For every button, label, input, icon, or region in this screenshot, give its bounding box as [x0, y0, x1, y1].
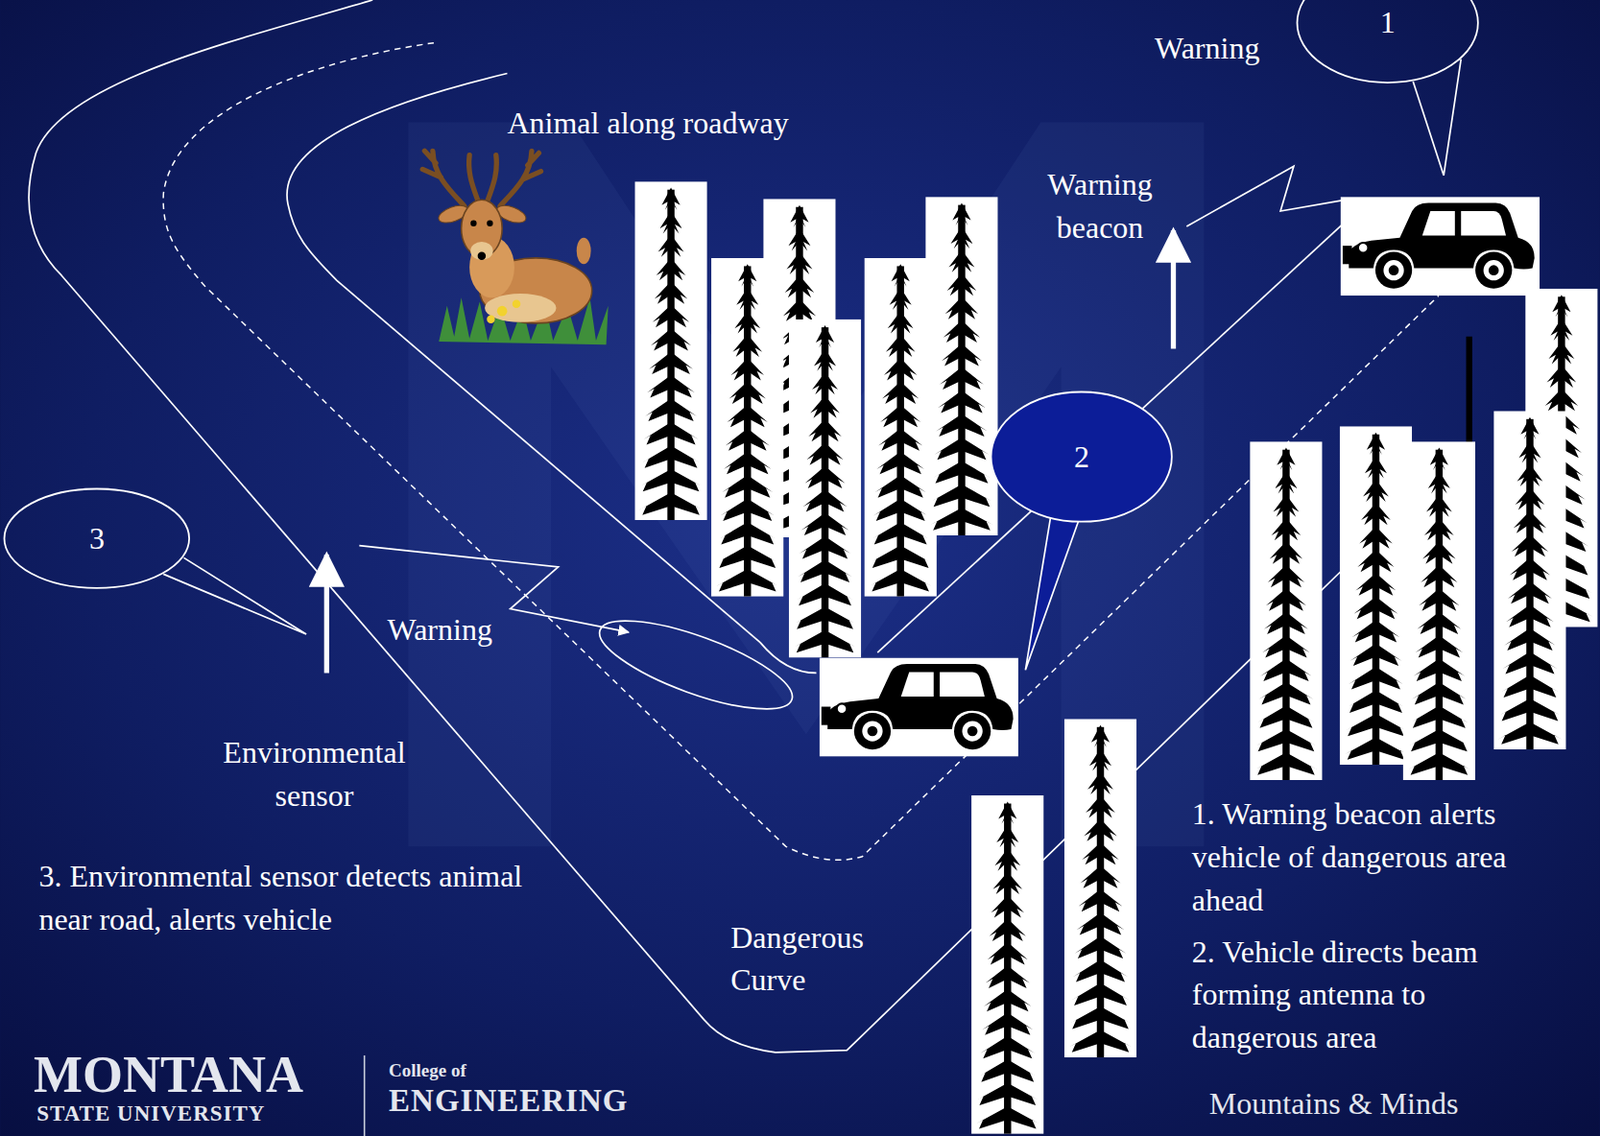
tree — [1064, 718, 1137, 1058]
tree — [971, 795, 1044, 1135]
callout-tail — [1412, 59, 1461, 176]
diagram-label: 2. Vehicle directs beam forming antenna … — [1192, 931, 1533, 1060]
callout-bubble: 3 — [2, 487, 192, 590]
warning-signal — [1186, 166, 1345, 227]
callout-number: 3 — [89, 520, 105, 557]
diagram-label: 1. Warning beacon alerts vehicle of dang… — [1192, 792, 1577, 922]
callout-number: 1 — [1380, 3, 1396, 41]
diagram-label: 3. Environmental sensor detects animal n… — [38, 855, 528, 942]
car — [1340, 196, 1540, 296]
bubble-ellipse — [991, 392, 1172, 523]
callout-tail — [163, 557, 307, 635]
beacon-arrow — [1170, 230, 1176, 349]
flower — [512, 299, 522, 309]
tree — [634, 181, 707, 521]
deer-eye — [486, 220, 493, 227]
diagram-label: Warning — [1154, 26, 1260, 71]
callout-number: 2 — [1074, 438, 1090, 476]
logo-wordmark: MONTANA — [33, 1047, 304, 1104]
deer-illustration — [422, 150, 608, 345]
deer-belly — [484, 293, 556, 323]
diagram-label: Dangerous Curve — [730, 916, 904, 1003]
logo-wordmark: STATE UNIVERSITY — [36, 1101, 265, 1126]
road-edge — [28, 0, 1358, 1053]
bubble-ellipse — [1297, 0, 1479, 83]
flower — [497, 306, 508, 317]
tree — [925, 196, 998, 536]
flower — [486, 314, 496, 324]
sensor-arrow — [324, 554, 330, 673]
tree — [1249, 441, 1322, 781]
callout-bubble: 2 — [989, 390, 1173, 524]
diagram-label: Warning — [387, 608, 493, 652]
deer-muzzle — [470, 241, 493, 261]
logo-college: College of — [388, 1061, 467, 1082]
tree — [788, 319, 861, 659]
diagram-label: Warning beacon — [1027, 163, 1172, 250]
tree — [1339, 426, 1412, 765]
callout-bubble: 1 — [1295, 0, 1480, 84]
logo-divider — [363, 1055, 366, 1136]
callout-tail — [1025, 515, 1079, 671]
diagram-label: Animal along roadway — [506, 101, 789, 145]
tagline: Mountains & Minds — [1209, 1087, 1459, 1122]
deer-antler — [422, 150, 478, 206]
bubble-ellipse — [4, 489, 191, 589]
deer-tail — [576, 238, 592, 265]
diagram-label: Environmental sensor — [198, 731, 430, 818]
road-centerline — [163, 43, 1439, 861]
deer-eye — [470, 220, 477, 227]
tree — [1493, 410, 1566, 750]
road-edge — [286, 73, 817, 674]
logo-college: ENGINEERING — [388, 1083, 628, 1119]
deer-nose — [477, 252, 487, 262]
tree — [711, 258, 784, 598]
tree — [1403, 441, 1476, 781]
dangerous-area — [590, 603, 802, 728]
deer-antler — [487, 150, 541, 206]
car — [819, 658, 1019, 758]
